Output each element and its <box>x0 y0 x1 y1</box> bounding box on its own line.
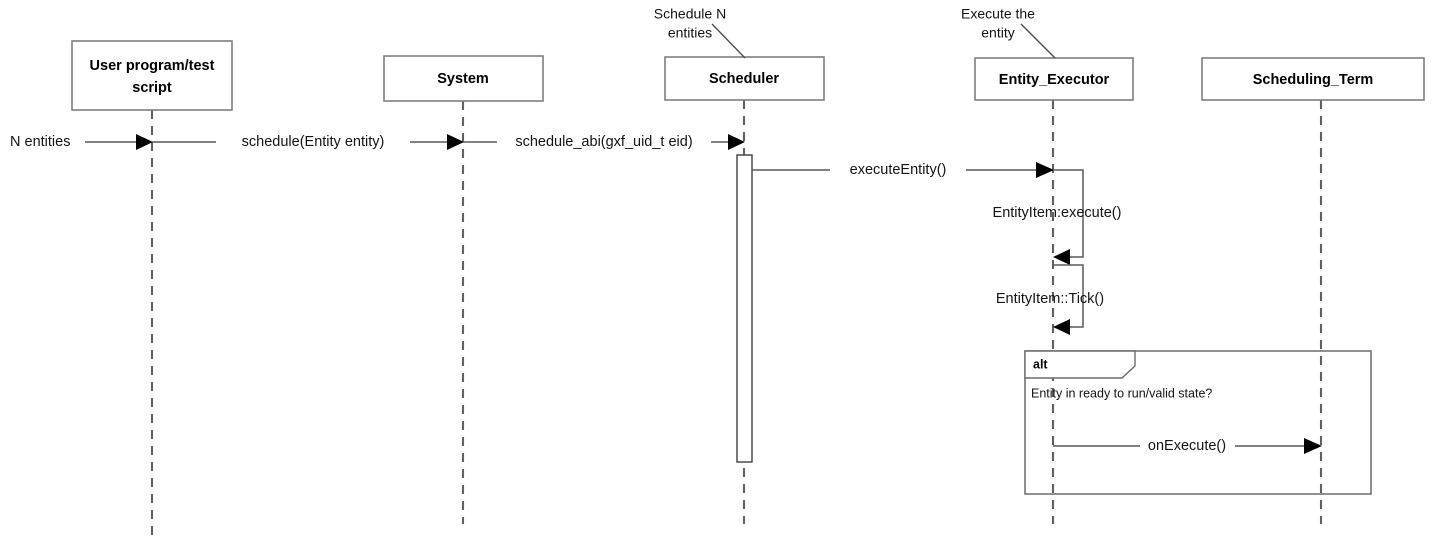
message-label-schedule-entity: schedule(Entity entity) <box>242 134 385 150</box>
fragment-alt-operator-tab <box>1024 350 1136 379</box>
note-execute-the-entity-line1: Execute the <box>961 6 1035 22</box>
note-schedule-n-entities: Schedule N entities <box>654 6 746 59</box>
self-message-path-entityitem-tick <box>1053 264 1084 328</box>
participant-box-user-program[interactable] <box>71 40 233 111</box>
message-schedule-entity[interactable]: schedule(Entity entity) <box>152 134 464 150</box>
participant-label-scheduler: Scheduler <box>709 71 779 87</box>
note-schedule-n-entities-line1: Schedule N <box>654 6 726 22</box>
participant-user-program[interactable]: User program/test script <box>71 40 233 111</box>
arrow-head-n-entities <box>136 134 153 150</box>
participant-label-entity-executor: Entity_Executor <box>999 72 1110 88</box>
fragment-alt-border <box>1024 350 1372 495</box>
fragment-alt-operator-label: alt <box>1033 357 1048 371</box>
activation-bar-scheduler <box>736 154 753 463</box>
note-leader-line-schedule-n-entities <box>711 23 746 59</box>
participant-box-system[interactable] <box>383 55 544 102</box>
fragment-alt[interactable]: alt Entity in ready to run/valid state? <box>1024 350 1372 495</box>
message-label-on-execute: onExecute() <box>1148 438 1226 454</box>
participant-label-user-program-line2: script <box>132 80 172 96</box>
participant-entity-executor[interactable]: Entity_Executor <box>974 57 1134 101</box>
participant-scheduler[interactable]: Scheduler <box>664 56 825 101</box>
participant-box-entity-executor[interactable] <box>974 57 1134 101</box>
participant-label-user-program-line1: User program/test <box>90 58 215 74</box>
message-label-schedule-abi: schedule_abi(gxf_uid_t eid) <box>515 134 692 150</box>
fragment-alt-guard-label: Entity in ready to run/valid state? <box>1031 386 1212 400</box>
participant-box-scheduler[interactable] <box>664 56 825 101</box>
arrow-head-schedule-entity <box>447 134 464 150</box>
message-schedule-abi[interactable]: schedule_abi(gxf_uid_t eid) <box>463 134 745 150</box>
arrow-head-schedule-abi <box>728 134 745 150</box>
note-execute-the-entity: Execute the entity <box>961 6 1056 59</box>
note-schedule-n-entities-line2: entities <box>668 25 712 41</box>
note-execute-the-entity-line2: entity <box>981 25 1014 41</box>
arrow-head-entityitem-execute <box>1053 249 1070 265</box>
self-message-entityitem-tick[interactable]: EntityItem::Tick() <box>996 264 1104 335</box>
arrow-head-execute-entity <box>1036 162 1054 178</box>
message-label-n-entities: N entities <box>10 134 70 150</box>
message-on-execute[interactable]: onExecute() <box>1053 438 1322 454</box>
arrow-head-on-execute <box>1304 438 1322 454</box>
self-message-entityitem-execute[interactable]: EntityItem:execute() <box>993 169 1122 265</box>
message-label-execute-entity: executeEntity() <box>850 162 947 178</box>
participant-box-scheduling-term[interactable] <box>1201 57 1425 101</box>
self-message-label-entityitem-execute: EntityItem:execute() <box>993 205 1122 221</box>
participant-scheduling-term[interactable]: Scheduling_Term <box>1201 57 1425 101</box>
arrow-head-entityitem-tick <box>1053 319 1070 335</box>
participant-label-scheduling-term: Scheduling_Term <box>1253 72 1374 88</box>
self-message-label-entityitem-tick: EntityItem::Tick() <box>996 291 1104 307</box>
participant-label-system: System <box>437 71 489 87</box>
note-leader-line-execute-the-entity <box>1020 23 1056 59</box>
self-message-path-entityitem-execute <box>1053 169 1084 258</box>
message-n-entities[interactable]: N entities <box>10 134 153 150</box>
participant-system[interactable]: System <box>383 55 544 102</box>
message-execute-entity[interactable]: executeEntity() <box>752 162 1054 178</box>
